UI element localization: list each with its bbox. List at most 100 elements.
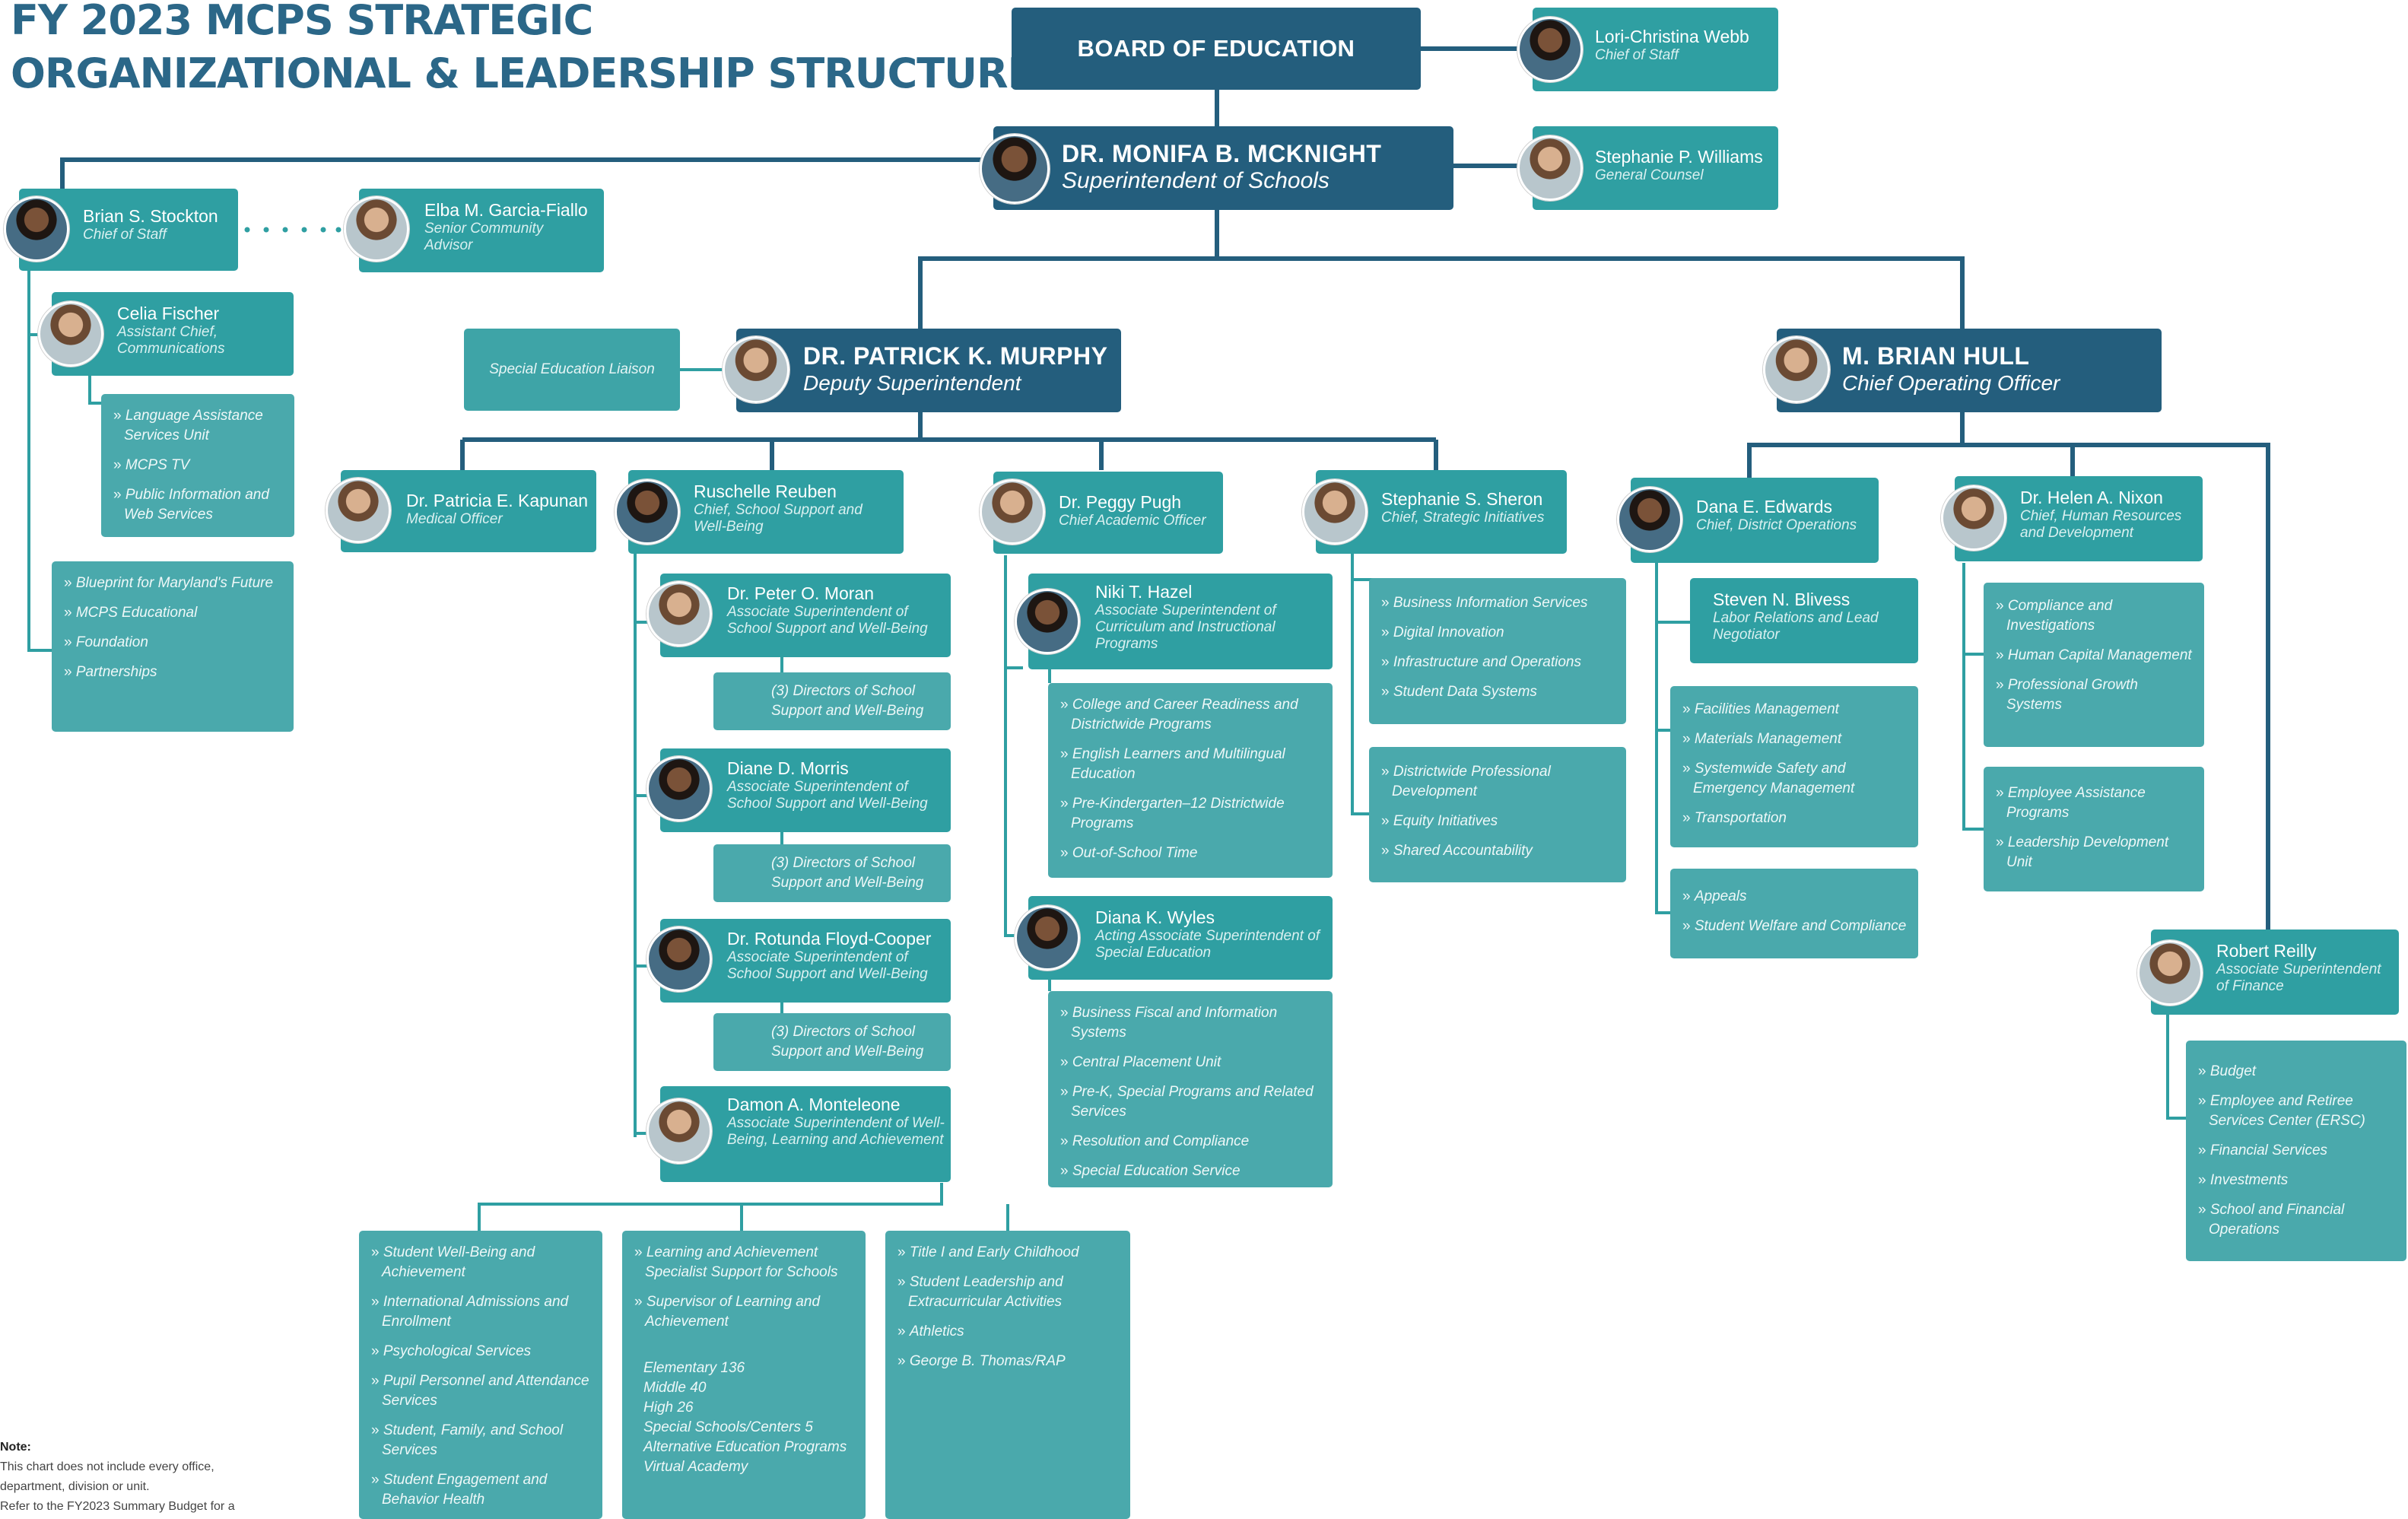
murphy-role: Deputy Superintendent [803, 371, 1021, 395]
unit-item: Employee and Retiree Services Center (ER… [2198, 1092, 2396, 1131]
floyd-cooper-directors: (3) Directors of School Support and Well… [771, 1024, 924, 1060]
unit-item: Athletics [897, 1322, 1120, 1342]
wyles-name: Diana K. Wyles [1095, 907, 1215, 927]
wyles-role: Acting Associate Superintendent of Speci… [1095, 928, 1320, 961]
unit-item: Student Well-Being and Achievement [371, 1243, 592, 1282]
moran-photo [646, 581, 712, 647]
unit-item: Pre-Kindergarten–12 Districtwide Program… [1060, 794, 1322, 834]
liaison-label: Special Education Liaison [489, 361, 655, 377]
pugh-role: Chief Academic Officer [1059, 513, 1206, 529]
superintendent-name: DR. MONIFA B. MCKNIGHT [1062, 140, 1382, 167]
board-label: BOARD OF EDUCATION [1077, 35, 1355, 62]
hazel-units-list: College and Career Readiness and Distric… [1048, 683, 1333, 878]
garcia-fiallo-name: Elba M. Garcia-Fiallo [424, 200, 588, 220]
superintendent-box: DR. MONIFA B. MCKNIGHT Superintendent of… [993, 126, 1453, 210]
floyd-cooper-directors-box: (3) Directors of School Support and Well… [713, 1013, 951, 1071]
murphy-box: DR. PATRICK K. MURPHY Deputy Superintend… [736, 329, 1121, 412]
unit-item: Pupil Personnel and Attendance Services [371, 1371, 592, 1411]
sheron-name: Stephanie S. Sheron [1381, 489, 1543, 509]
hazel-name: Niki T. Hazel [1095, 582, 1193, 602]
unit-item: Public Information and Web Services [113, 485, 284, 525]
blivess-card: Steven N. Blivess Labor Relations and Le… [1690, 578, 1918, 663]
unit-item: Business Fiscal and Information Systems [1060, 1003, 1322, 1043]
monteleone-units-col1: Student Well-Being and Achievement Inter… [359, 1231, 602, 1519]
school-count: Elementary 136 [643, 1360, 745, 1376]
fischer-role: Assistant Chief, Communications [117, 324, 225, 357]
superintendent-role: Superintendent of Schools [1062, 168, 1329, 193]
edwards-photo [1617, 487, 1682, 552]
note-label: Note: [0, 1441, 31, 1454]
fischer-name: Celia Fischer [117, 303, 220, 323]
monteleone-units-col3: Title I and Early Childhood Student Lead… [885, 1231, 1130, 1519]
edwards-name: Dana E. Edwards [1696, 497, 1832, 516]
hull-role: Chief Operating Officer [1842, 371, 2060, 395]
morris-card: Diane D. Morris Associate Superintendent… [660, 748, 951, 832]
moran-directors: (3) Directors of School Support and Well… [771, 683, 924, 719]
williams-name: Stephanie P. Williams [1595, 147, 1763, 167]
unit-item: School and Financial Operations [2198, 1200, 2396, 1240]
unit-item: Blueprint for Maryland's Future [64, 574, 283, 593]
unit-item: International Admissions and Enrollment [371, 1292, 592, 1332]
reilly-name: Robert Reilly [2216, 941, 2317, 961]
reuben-role: Chief, School Support and Well-Being [694, 502, 862, 535]
garcia-fiallo-role: Senior Community Advisor [424, 221, 544, 253]
unit-item: Language Assistance Services Unit [113, 406, 284, 446]
fischer-units-list: Language Assistance Services Unit MCPS T… [101, 394, 294, 537]
superintendent-photo [980, 134, 1050, 204]
unit-item: Human Capital Management [1996, 646, 2194, 666]
sheron-units-list-1: Business Information Services Digital In… [1369, 578, 1626, 724]
unit-item: Central Placement Unit [1060, 1053, 1322, 1073]
garcia-fiallo-photo [344, 196, 409, 262]
unit-item: Psychological Services [371, 1342, 592, 1362]
morris-role: Associate Superintendent of School Suppo… [727, 779, 928, 812]
blivess-role: Labor Relations and Lead Negotiator [1713, 610, 1879, 643]
unit-item: Business Information Services [1381, 593, 1615, 613]
moran-card: Dr. Peter O. Moran Associate Superintend… [660, 574, 951, 657]
reuben-name: Ruschelle Reuben [694, 481, 837, 501]
unit-item: Supervisor of Learning and Achievement [634, 1292, 855, 1332]
morris-photo [646, 756, 712, 821]
unit-item: Out-of-School Time [1060, 844, 1322, 863]
unit-item: Facilities Management [1682, 700, 1908, 720]
morris-directors-box: (3) Directors of School Support and Well… [713, 844, 951, 902]
unit-item: Student Leadership and Extracurricular A… [897, 1273, 1120, 1312]
morris-directors: (3) Directors of School Support and Well… [771, 855, 924, 891]
williams-photo [1517, 135, 1583, 201]
murphy-photo [723, 336, 789, 403]
unit-item: Pre-K, Special Programs and Related Serv… [1060, 1082, 1322, 1122]
reilly-units-list: Budget Employee and Retiree Services Cen… [2186, 1041, 2406, 1261]
footnote: Note: This chart does not include every … [0, 1438, 259, 1517]
floyd-cooper-role: Associate Superintendent of School Suppo… [727, 949, 928, 982]
unit-item: Employee Assistance Programs [1996, 783, 2194, 823]
reilly-photo [2137, 940, 2203, 1006]
webb-photo [1517, 17, 1583, 82]
unit-item: Investments [2198, 1171, 2396, 1190]
unit-item: Leadership Development Unit [1996, 833, 2194, 872]
hazel-role: Associate Superintendent of Curriculum a… [1095, 602, 1276, 652]
stockton-name: Brian S. Stockton [83, 206, 218, 226]
unit-item: Materials Management [1682, 729, 1908, 749]
floyd-cooper-name: Dr. Rotunda Floyd-Cooper [727, 929, 932, 949]
note-line: department, division or unit. [0, 1480, 150, 1493]
unit-item: Appeals [1682, 887, 1908, 907]
unit-item: Learning and Achievement Specialist Supp… [634, 1243, 855, 1282]
moran-role: Associate Superintendent of School Suppo… [727, 604, 928, 637]
unit-item: George B. Thomas/RAP [897, 1352, 1120, 1371]
stockton-role: Chief of Staff [83, 227, 167, 243]
title-line-1: FY 2023 MCPS STRATEGIC [11, 0, 593, 44]
edwards-role: Chief, District Operations [1696, 517, 1857, 533]
unit-item: Professional Growth Systems [1996, 675, 2194, 715]
unit-item: College and Career Readiness and Distric… [1060, 695, 1322, 735]
school-count: Special Schools/Centers 5 [643, 1419, 813, 1435]
webb-role: Chief of Staff [1595, 47, 1679, 63]
wyles-photo [1015, 905, 1080, 971]
unit-item: MCPS Educational [64, 603, 283, 623]
unit-item: Resolution and Compliance [1060, 1132, 1322, 1152]
nixon-role: Chief, Human Resources and Development [2020, 508, 2182, 541]
board-of-education-box: BOARD OF EDUCATION [1012, 8, 1421, 90]
unit-item: Systemwide Safety and Emergency Manageme… [1682, 759, 1908, 799]
kapunan-name: Dr. Patricia E. Kapunan [406, 491, 589, 510]
unit-item: Title I and Early Childhood [897, 1243, 1120, 1263]
wyles-card: Diana K. Wyles Acting Associate Superint… [1028, 896, 1333, 980]
pugh-photo [980, 479, 1045, 545]
